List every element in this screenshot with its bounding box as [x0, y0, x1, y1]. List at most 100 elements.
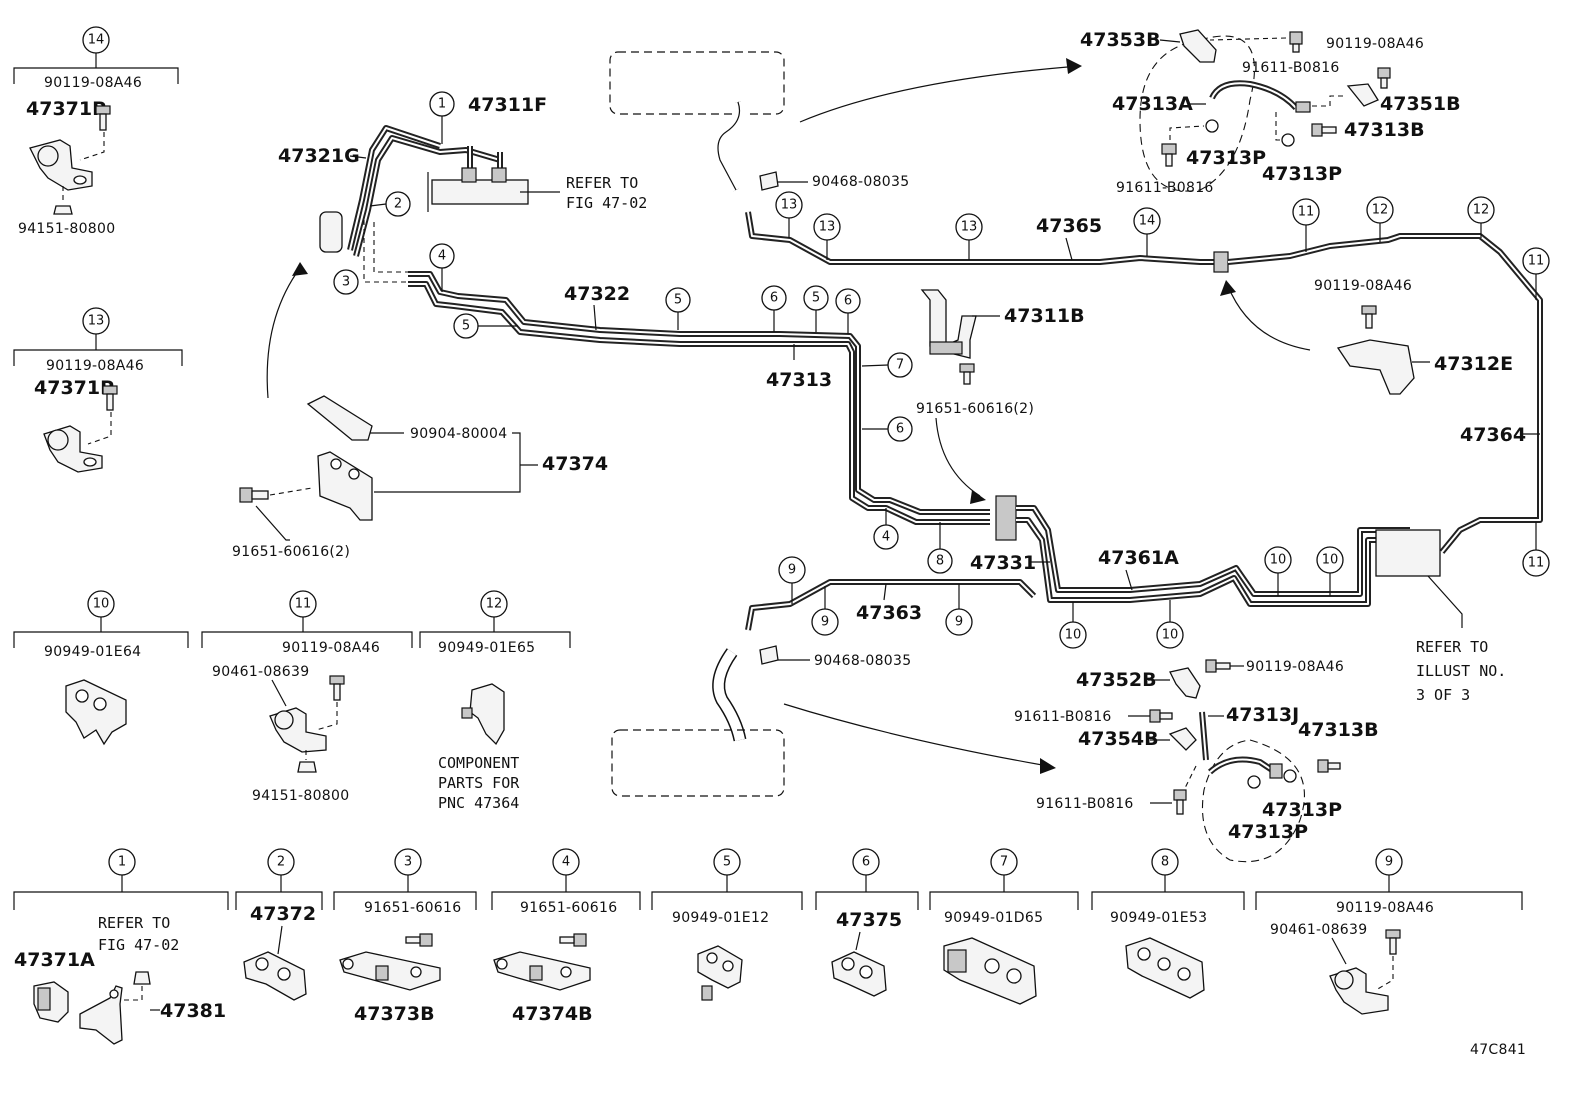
part-number-label: 47363 — [856, 602, 922, 624]
front-brake-tube-group: 47321G 1 47311F REFER TO FIG 47-02 2 3 — [278, 91, 647, 295]
part-number-label: 90468-08035 — [812, 174, 909, 190]
bolt-icon — [1289, 31, 1303, 53]
part-number-label: 91611-B0816 — [1036, 796, 1134, 812]
part-number-label: 90119-08A46 — [1314, 278, 1412, 294]
part-number-label: 47322 — [564, 283, 630, 305]
bracket-icon — [1336, 339, 1415, 395]
clip-icon — [759, 645, 779, 665]
figure-code: 47C841 — [1470, 1042, 1526, 1058]
part-number-label: 47381 — [160, 1000, 226, 1022]
bolt-icon — [239, 487, 269, 503]
part-number-label: 47313P — [1228, 821, 1308, 843]
component-note: COMPONENT — [438, 754, 519, 772]
callout-9: 9 — [955, 615, 963, 630]
part-number-label: 47371P — [34, 377, 114, 399]
callout-12: 12 — [486, 597, 503, 612]
bolt-icon — [329, 675, 345, 701]
callout-3: 3 — [342, 275, 350, 290]
part-number-label: 47321G — [278, 145, 360, 167]
part-number-label: 91611-B0816 — [1014, 709, 1112, 725]
part-number-label: 90949-01E53 — [1110, 910, 1207, 926]
bolt-icon — [959, 363, 975, 385]
part-number-label: 94151-80800 — [18, 221, 115, 237]
callout-8: 8 — [936, 554, 944, 569]
group-8-detail: 8 90949-01E53 — [1091, 848, 1245, 999]
callout-6: 6 — [770, 291, 778, 306]
bolt-icon — [1317, 759, 1341, 773]
bolt-icon — [1361, 305, 1377, 329]
bolt-icon — [1149, 709, 1173, 723]
part-number-label: 47331 — [970, 552, 1036, 574]
part-number-label: 47364 — [1460, 424, 1526, 446]
part-number-label: 47313J — [1226, 704, 1299, 726]
bolt-icon — [95, 105, 111, 131]
callout-10: 10 — [1162, 628, 1179, 643]
bolt-icon — [1205, 659, 1231, 673]
part-number-label: 91651-60616(2) — [232, 544, 350, 560]
part-number-label: 90468-08035 — [814, 653, 911, 669]
group-2-detail: 2 47372 — [235, 848, 323, 1001]
part-number-label: 90119-08A46 — [1246, 659, 1344, 675]
group-14-detail: 14 90119-08A46 47371P 94151-80800 — [13, 26, 179, 237]
rear-flex-hose-detail-bottom: 47352B 90119-08A46 91611-B0816 47313J 47… — [1014, 659, 1379, 863]
pipe-clamp-icon — [43, 425, 103, 473]
master-cylinder-icon — [427, 167, 529, 212]
part-number-label: 47361A — [1098, 547, 1179, 569]
part-number-label: 91651-60616(2) — [916, 401, 1034, 417]
callout-6: 6 — [844, 294, 852, 309]
part-number-label: 47374 — [542, 453, 608, 475]
component-note: PARTS FOR — [438, 774, 520, 792]
tube-47363-group: 9 9 47363 9 90468-08035 — [611, 556, 1056, 797]
callout-10: 10 — [1270, 553, 1287, 568]
bracket-icon — [1179, 29, 1217, 63]
group-3-detail: 3 91651-60616 47373B — [333, 848, 477, 1025]
group-4-detail: 4 91651-60616 47374B — [491, 848, 641, 1025]
component-note: PNC 47364 — [438, 794, 519, 812]
callout-12: 12 — [1372, 203, 1389, 218]
callout-2: 2 — [277, 855, 285, 870]
part-number-label: 91611-B0816 — [1242, 60, 1340, 76]
bracket-icon — [317, 451, 373, 521]
group-10-detail: 10 90949-01E64 — [13, 590, 189, 746]
clip-icon — [759, 171, 779, 191]
callout-14: 14 — [88, 33, 105, 48]
callout-6: 6 — [896, 422, 904, 437]
callout-5: 5 — [462, 319, 470, 334]
part-number-label: 47312E — [1434, 353, 1513, 375]
bolt-icon — [1377, 67, 1391, 89]
part-number-label: 90119-08A46 — [1326, 36, 1424, 52]
part-number-label: 90949-01E12 — [672, 910, 769, 926]
callout-13: 13 — [961, 220, 978, 235]
refer-note: ILLUST NO. — [1416, 662, 1506, 680]
callout-11: 11 — [1528, 254, 1545, 269]
callout-13: 13 — [781, 198, 798, 213]
part-number-label: 90949-01E65 — [438, 640, 535, 656]
part-number-label: 90461-08639 — [1270, 922, 1367, 938]
abs-actuator-icon — [1375, 529, 1441, 577]
bracket-icon — [339, 951, 441, 991]
part-number-label: 90461-08639 — [212, 664, 309, 680]
refer-note: FIG 47-02 — [98, 936, 179, 954]
tube-clip-icon — [65, 679, 127, 746]
nut-icon — [133, 971, 151, 985]
refer-note: REFER TO — [566, 174, 638, 192]
nut-icon — [297, 761, 317, 773]
washer-icon — [1205, 119, 1219, 133]
callout-4: 4 — [438, 249, 446, 264]
callout-5: 5 — [723, 855, 731, 870]
wheel-area-outline — [611, 729, 785, 797]
group-1-detail: 1 REFER TO FIG 47-02 47371A 47381 — [13, 848, 229, 1045]
brake-tube-47322-47313: 47322 47313 4 5 5 6 5 6 7 6 4 8 — [408, 243, 990, 574]
callout-11: 11 — [1528, 556, 1545, 571]
callout-8: 8 — [1161, 855, 1169, 870]
refer-note: 3 OF 3 — [1416, 686, 1470, 704]
bolt-icon — [102, 385, 118, 411]
tube-47361A-group: 47331 47361A 10 10 10 10 REFER TO ILLUST… — [970, 495, 1506, 704]
part-number-label: 47313P — [1262, 799, 1342, 821]
part-number-label: 47313B — [1344, 119, 1425, 141]
tube-clip-icon — [469, 683, 505, 746]
washer-icon — [1247, 775, 1261, 789]
callout-1: 1 — [118, 855, 126, 870]
group-13-detail: 13 90119-08A46 47371P — [13, 307, 183, 473]
